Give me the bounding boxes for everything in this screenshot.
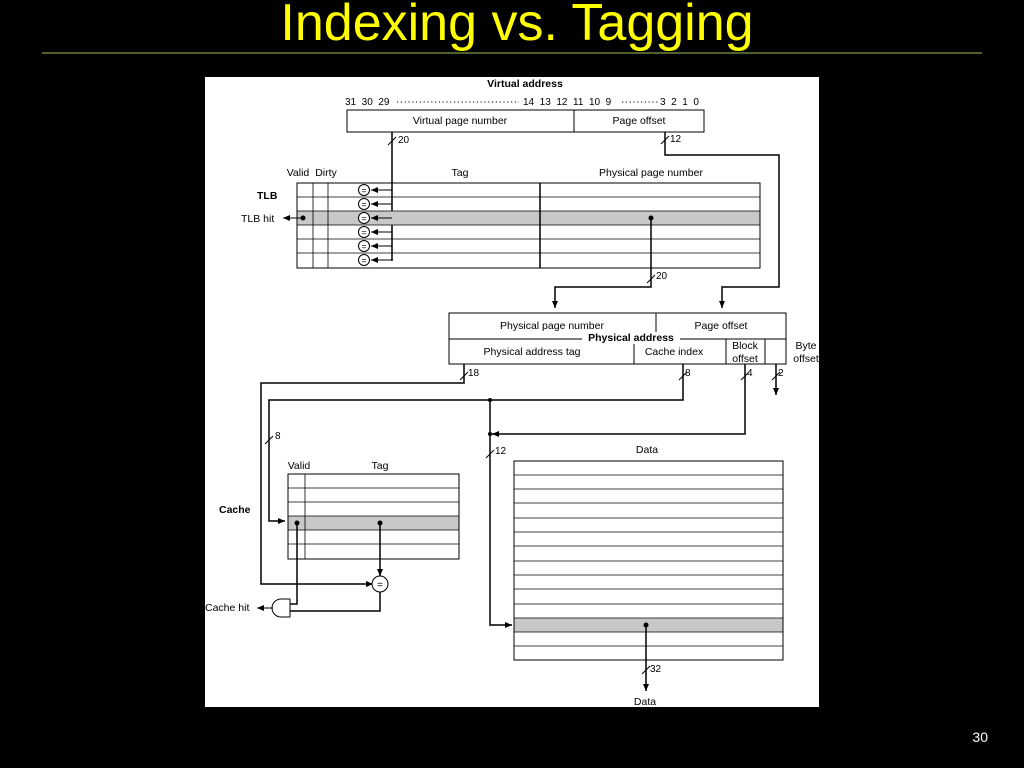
pa-ppn-label: Physical page number (500, 320, 604, 332)
svg-text:=: = (377, 580, 383, 591)
svg-text:=: = (361, 186, 366, 196)
tlb-col-tag: Tag (452, 167, 469, 179)
tlb-hit-label: TLB hit (241, 213, 274, 225)
slide-title: Indexing vs. Tagging (280, 0, 754, 52)
va-bits-mid: 14 13 12 11 10 9 (523, 97, 612, 108)
pa-tag-label: Physical address tag (484, 346, 581, 358)
tlb-title: TLB (257, 190, 278, 202)
svg-text:=: = (361, 200, 366, 210)
svg-text:=: = (361, 256, 366, 266)
pa-block-offset-label-1: Block (732, 340, 758, 352)
pa-tag-width: 18 (468, 368, 480, 379)
page-offset-label: Page offset (613, 115, 666, 127)
data-array-label: Data (636, 444, 658, 456)
tlb-cache-diagram: Virtual address 31 30 29 14 13 12 11 10 … (205, 77, 819, 707)
tlb-ppn-wire (552, 218, 652, 308)
tlb-col-ppn: Physical page number (599, 167, 703, 179)
cache-tag-table (287, 473, 460, 560)
cache-col-tag: Tag (372, 460, 389, 472)
comparator-to-gate-wire (290, 592, 381, 612)
svg-text:=: = (361, 242, 366, 252)
block-offset-wire (492, 364, 746, 437)
pa-index-width: 8 (685, 368, 691, 379)
cache-valid-wire (290, 523, 298, 605)
tlb-table (296, 182, 761, 269)
data-index-wire (489, 400, 512, 628)
pa-byte-offset-label-1: Byte (795, 340, 816, 352)
vpn-bus-width: 20 (398, 135, 410, 146)
title-divider (42, 52, 982, 54)
cache-index-width: 8 (275, 431, 281, 442)
data-output-label: Data (634, 696, 656, 707)
pa-page-offset-label: Page offset (695, 320, 748, 332)
ppn-bus-slash (646, 274, 656, 284)
physical-address-heading: Physical address (588, 332, 674, 344)
page-offset-wire (664, 132, 780, 308)
pa-byte-offset-label-2: offset (793, 353, 819, 365)
slide-number: 30 (972, 729, 988, 745)
tlb-comparators: = = = = = = (358, 184, 392, 266)
tlb-col-valid: Valid (287, 167, 310, 179)
pa-byte-width: 2 (778, 368, 784, 379)
cache-hit-label: Cache hit (205, 602, 249, 614)
svg-text:=: = (361, 214, 366, 224)
va-bits-right: 3 2 1 0 (660, 97, 699, 108)
vpn-bus-slash (387, 136, 397, 146)
pa-cache-index-label: Cache index (645, 346, 704, 358)
ppn-bus-width: 20 (656, 271, 668, 282)
cache-title: Cache (219, 504, 251, 516)
pa-block-offset-label-2: offset (732, 353, 758, 365)
data-out-width: 32 (650, 664, 662, 675)
virtual-address-heading: Virtual address (487, 78, 563, 90)
offset-bus-slash (660, 135, 670, 145)
virtual-page-number-label: Virtual page number (413, 115, 508, 127)
and-gate (271, 598, 291, 618)
cache-data-table (513, 460, 784, 661)
virtual-address-box (346, 109, 705, 133)
va-bits-left: 31 30 29 (345, 97, 390, 108)
tlb-col-dirty: Dirty (315, 167, 337, 179)
pa-block-width: 4 (747, 368, 753, 379)
data-index-width: 12 (495, 446, 507, 457)
svg-text:=: = (361, 228, 366, 238)
cache-index-wire (268, 364, 684, 524)
offset-bus-width: 12 (670, 134, 682, 145)
cache-col-valid: Valid (288, 460, 311, 472)
